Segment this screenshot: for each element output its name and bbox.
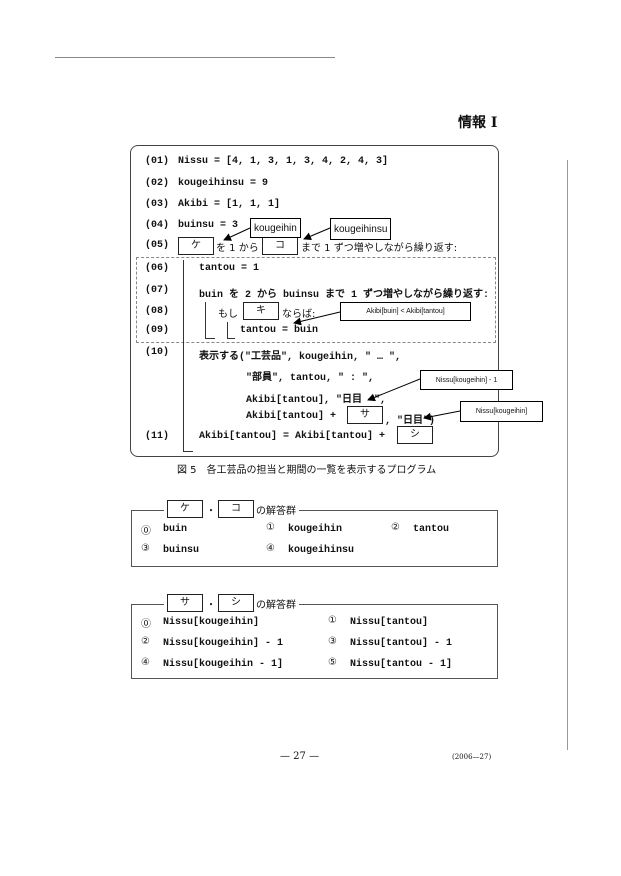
option-number: ⓪: [141, 526, 151, 537]
code-line: Akibi[tantou] = Akibi[tantou] +: [199, 431, 386, 442]
code-line: を 1 から: [216, 243, 259, 254]
option-text: Nissu[kougeihin]: [163, 617, 260, 628]
option-number: ④: [266, 543, 275, 554]
callout-ko: kougeihinsu: [330, 218, 392, 240]
margin-rule: [567, 160, 568, 750]
code-line: 表示する("工芸品", kougeihin, " … ",: [199, 352, 402, 363]
line-number: (06): [145, 263, 170, 274]
loop-bar: [183, 260, 184, 452]
answer-group-title: の解答群: [256, 502, 299, 517]
option-number: ⑤: [328, 657, 337, 668]
blank-ki: キ: [243, 302, 279, 320]
line-number: (10): [145, 347, 170, 358]
answer-group-1: [131, 510, 498, 567]
option-text: kougeihinsu: [288, 545, 355, 556]
code-line: もし: [218, 309, 238, 320]
code-line: Akibi = [1, 1, 1]: [178, 199, 281, 210]
option-text: Nissu[kougeihin - 1]: [163, 659, 284, 670]
blank-ke: ケ: [178, 237, 214, 255]
blank-shi: シ: [397, 426, 433, 444]
option-text: Nissu[tantou] - 1: [350, 638, 453, 649]
option-text: Nissu[kougeihin] - 1: [163, 638, 284, 649]
callout-sa: Nissu[kougeihin]: [460, 401, 543, 422]
code-line: buin を 2 から buinsu まで 1 ずつ増やしながら繰り返す:: [199, 290, 490, 301]
separator: ・: [206, 506, 216, 517]
option-text: kougeihin: [288, 524, 343, 535]
line-number: (03): [145, 199, 170, 210]
code-line: ならば:: [282, 309, 316, 320]
option-number: ①: [328, 615, 337, 626]
code-line: Nissu = [4, 1, 3, 1, 3, 4, 2, 4, 3]: [178, 156, 389, 167]
line-number: (09): [145, 325, 170, 336]
option-text: tantou: [413, 524, 450, 535]
top-rule: [55, 57, 335, 58]
code-line: Akibi[tantou], "日目 ~",: [246, 395, 387, 406]
page-number: — 27 —: [280, 751, 320, 762]
line-number: (04): [145, 220, 170, 231]
line-number: (07): [145, 285, 170, 296]
option-number: ②: [141, 636, 150, 647]
option-text: buinsu: [163, 545, 200, 556]
callout-akibi-start: Nissu[kougeihin] - 1: [420, 370, 513, 390]
option-text: buin: [163, 524, 188, 535]
answer-group-2: [131, 604, 498, 679]
code-line: "部員", tantou, " : ",: [246, 373, 375, 384]
if-bar: [227, 322, 228, 338]
callout-ke: kougeihin: [250, 218, 301, 238]
line-number: (11): [145, 431, 170, 442]
option-text: Nissu[tantou - 1]: [350, 659, 453, 670]
option-number: ①: [266, 522, 275, 533]
option-number: ③: [141, 543, 150, 554]
blank-shi-label: シ: [218, 594, 254, 612]
option-number: ②: [391, 522, 400, 533]
option-number: ③: [328, 636, 337, 647]
loop-end: [205, 338, 215, 339]
inner-loop-box: [136, 257, 496, 343]
code-line: Akibi[tantou] +: [246, 411, 337, 422]
option-number: ⓪: [141, 619, 151, 630]
program-box: [130, 145, 499, 457]
if-end: [227, 338, 235, 339]
blank-sa: サ: [347, 406, 383, 424]
blank-ko-label: コ: [218, 500, 254, 518]
code-line: , "日目"): [385, 416, 436, 427]
line-number: (02): [145, 178, 170, 189]
line-number: (05): [145, 240, 170, 251]
loop-end: [183, 451, 193, 452]
code-line: tantou = 1: [199, 263, 260, 274]
option-number: ④: [141, 657, 150, 668]
loop-bar: [205, 302, 206, 338]
separator: ・: [206, 600, 216, 611]
blank-sa-label: サ: [167, 594, 203, 612]
figure-caption: 図 5 各工芸品の担当と期間の一覧を表示するプログラム: [177, 465, 437, 476]
line-number: (08): [145, 306, 170, 317]
code-line: まで 1 ずつ増やしながら繰り返す:: [301, 243, 458, 254]
code-line: buinsu = 3: [178, 220, 239, 231]
code-line: kougeihinsu = 9: [178, 178, 269, 189]
code-line: tantou = buin: [240, 325, 319, 336]
blank-ke-label: ケ: [167, 500, 203, 518]
callout-ki: Akibi[buin] < Akibi[tantou]: [340, 302, 471, 321]
answer-group-title: の解答群: [256, 596, 299, 611]
subject-title: 情報 I: [458, 115, 498, 131]
page-code: (2006—27): [452, 753, 492, 761]
line-number: (01): [145, 156, 170, 167]
option-text: Nissu[tantou]: [350, 617, 429, 628]
